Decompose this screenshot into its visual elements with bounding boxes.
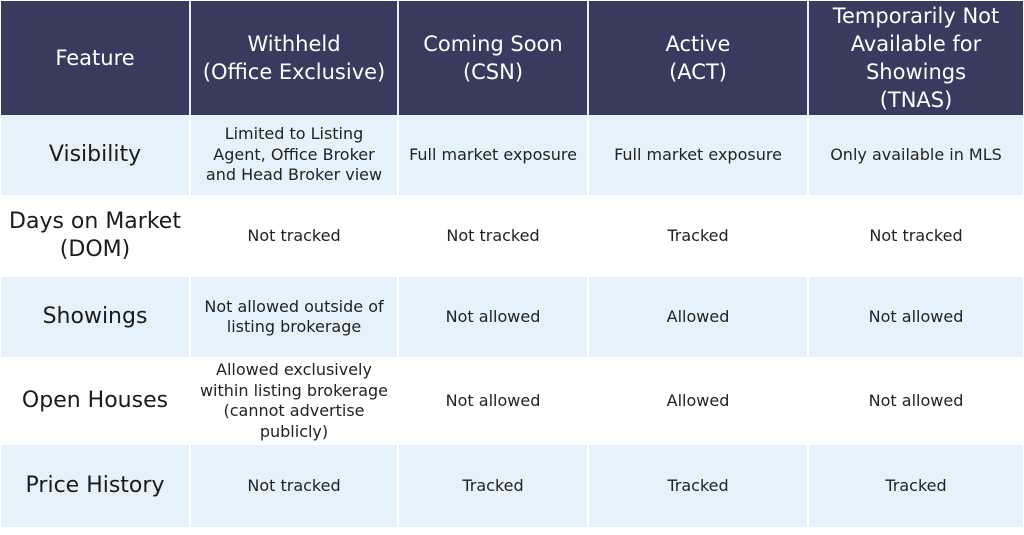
table-row-showings: Showings Not allowed outside of listing … bbox=[1, 277, 1023, 357]
withheld-cell: Not tracked bbox=[191, 195, 399, 277]
tnas-cell: Not allowed bbox=[809, 277, 1023, 357]
header-coming-soon: Coming Soon (CSN) bbox=[399, 1, 589, 115]
coming-soon-cell: Full market exposure bbox=[399, 115, 589, 195]
active-cell: Full market exposure bbox=[589, 115, 809, 195]
header-tnas: Temporarily Not Available for Showings (… bbox=[809, 1, 1023, 115]
coming-soon-cell: Not allowed bbox=[399, 357, 589, 445]
tnas-cell: Not allowed bbox=[809, 357, 1023, 445]
coming-soon-cell: Tracked bbox=[399, 445, 589, 527]
table-row-visibility: Visibility Limited to Listing Agent, Off… bbox=[1, 115, 1023, 195]
feature-cell: Price History bbox=[1, 445, 191, 527]
table-row-open-houses: Open Houses Allowed exclusively within l… bbox=[1, 357, 1023, 445]
withheld-cell: Not allowed outside of listing brokerage bbox=[191, 277, 399, 357]
tnas-cell: Only available in MLS bbox=[809, 115, 1023, 195]
active-cell: Allowed bbox=[589, 277, 809, 357]
coming-soon-cell: Not tracked bbox=[399, 195, 589, 277]
feature-cell: Showings bbox=[1, 277, 191, 357]
table-body: Visibility Limited to Listing Agent, Off… bbox=[1, 115, 1023, 527]
table-row-days-on-market: Days on Market (DOM) Not tracked Not tra… bbox=[1, 195, 1023, 277]
active-cell: Tracked bbox=[589, 195, 809, 277]
table-header: Feature Withheld (Office Exclusive) Comi… bbox=[1, 1, 1023, 115]
withheld-cell: Not tracked bbox=[191, 445, 399, 527]
feature-cell: Open Houses bbox=[1, 357, 191, 445]
table-row-price-history: Price History Not tracked Tracked Tracke… bbox=[1, 445, 1023, 527]
feature-cell: Days on Market (DOM) bbox=[1, 195, 191, 277]
header-row: Feature Withheld (Office Exclusive) Comi… bbox=[1, 1, 1023, 115]
withheld-cell: Limited to Listing Agent, Office Broker … bbox=[191, 115, 399, 195]
tnas-cell: Not tracked bbox=[809, 195, 1023, 277]
header-active: Active (ACT) bbox=[589, 1, 809, 115]
active-cell: Allowed bbox=[589, 357, 809, 445]
active-cell: Tracked bbox=[589, 445, 809, 527]
coming-soon-cell: Not allowed bbox=[399, 277, 589, 357]
header-feature: Feature bbox=[1, 1, 191, 115]
withheld-cell: Allowed exclusively within listing broke… bbox=[191, 357, 399, 445]
feature-cell: Visibility bbox=[1, 115, 191, 195]
tnas-cell: Tracked bbox=[809, 445, 1023, 527]
header-withheld: Withheld (Office Exclusive) bbox=[191, 1, 399, 115]
